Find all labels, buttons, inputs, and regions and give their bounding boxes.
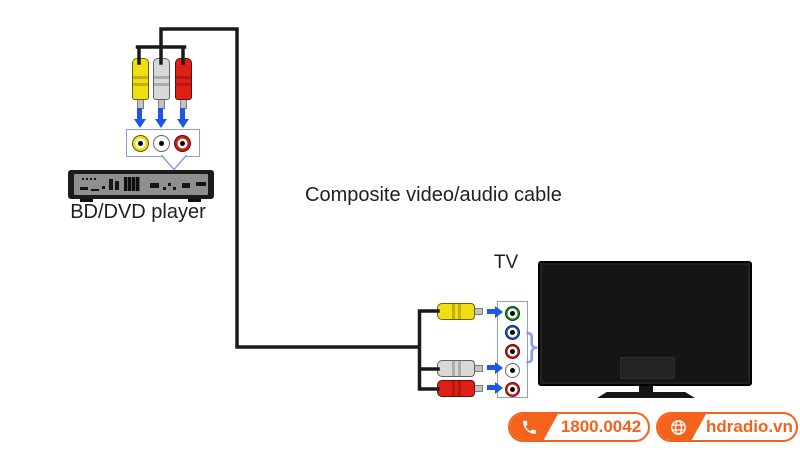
- player-panel-detail: [196, 182, 206, 186]
- arrow-right-icon: [487, 361, 503, 374]
- phone-contact-badge[interactable]: 1800.0042: [508, 412, 650, 442]
- player-jack-audio-red: [174, 134, 191, 152]
- player-panel-detail: [109, 179, 113, 190]
- player-panel-detail: [182, 183, 190, 188]
- tv-stand-mount: [620, 357, 675, 379]
- tv-jack-component-blue: [505, 325, 520, 340]
- player-panel-detail: [115, 181, 119, 190]
- website-url: hdradio.vn: [706, 417, 793, 436]
- audio-plug-red-right: [437, 379, 483, 397]
- tv-jack-audio-white: [505, 363, 520, 378]
- jack-hole: [510, 330, 515, 335]
- jack-hole: [138, 140, 143, 146]
- tv-device: [538, 261, 752, 386]
- player-panel-detail: [82, 178, 97, 180]
- website-contact-badge[interactable]: hdradio.vn: [656, 412, 798, 442]
- player-label: BD/DVD player: [70, 201, 206, 223]
- audio-plug-white-body: [152, 58, 170, 100]
- video-plug-yellow: [131, 58, 149, 109]
- video-plug-yellow-right: [437, 302, 483, 320]
- player-jack-video-yellow: [132, 134, 149, 152]
- jack-hole: [510, 387, 515, 392]
- player-panel-detail: [173, 187, 176, 190]
- video-plug-yellow-body: [437, 302, 475, 320]
- jack-hole: [510, 311, 515, 316]
- player-panel-callout-tail: [160, 154, 188, 171]
- tv-jack-audio-red: [505, 382, 520, 397]
- player-display: [124, 177, 140, 191]
- player-panel-detail: [91, 189, 99, 191]
- jack-hole: [510, 368, 515, 373]
- arrow-down-icon: [176, 108, 189, 128]
- audio-plug-red: [174, 58, 192, 109]
- phone-icon: [510, 414, 558, 440]
- globe-icon: [658, 414, 706, 440]
- player-av-input-panel: [126, 129, 200, 157]
- arrow-down-icon: [154, 108, 167, 128]
- tv-label: TV: [493, 252, 519, 273]
- phone-number: 1800.0042: [560, 417, 642, 436]
- tv-stand-base: [597, 392, 695, 398]
- cable-label: Composite video/audio cable: [305, 184, 562, 206]
- player-jack-audio-white: [153, 134, 170, 152]
- audio-plug-white: [152, 58, 170, 109]
- video-plug-yellow-tip: [475, 307, 483, 315]
- player-panel-detail: [150, 183, 159, 188]
- tv-jack-component-green: [505, 306, 520, 321]
- player-front-panel: [74, 174, 208, 195]
- tv-jack-component-red: [505, 344, 520, 359]
- audio-plug-red-body: [437, 379, 475, 397]
- arrow-right-icon: [487, 305, 503, 318]
- player-foot: [80, 198, 93, 202]
- audio-plug-red-body: [174, 58, 192, 100]
- jack-hole: [510, 349, 515, 354]
- panel-brace: }: [522, 327, 542, 367]
- jack-hole: [159, 140, 164, 146]
- arrow-right-icon: [487, 381, 503, 394]
- tv-stand-neck: [639, 385, 653, 393]
- audio-plug-white-tip: [475, 364, 483, 372]
- arrow-down-icon: [133, 108, 146, 128]
- player-panel-detail: [80, 187, 88, 190]
- player-panel-detail: [102, 186, 105, 189]
- audio-plug-white-body: [437, 359, 475, 377]
- audio-plug-red-tip: [475, 384, 483, 392]
- audio-plug-white-right: [437, 359, 483, 377]
- video-plug-yellow-body: [131, 58, 149, 100]
- jack-hole: [180, 140, 185, 146]
- bd-dvd-player-device: [68, 170, 214, 199]
- player-panel-detail: [168, 183, 171, 186]
- player-panel-detail: [163, 187, 166, 190]
